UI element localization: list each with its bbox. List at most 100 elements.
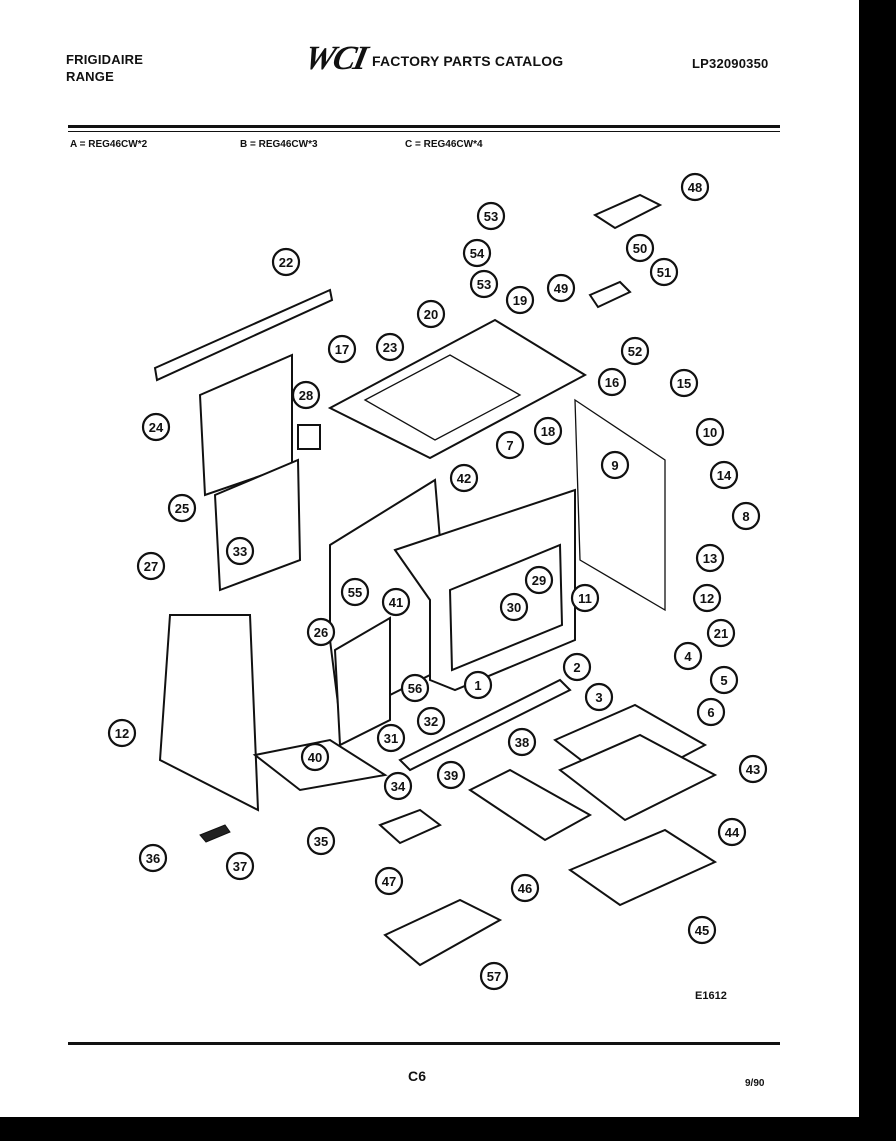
callout-34: 34 <box>383 771 413 801</box>
callout-45: 45 <box>687 915 717 945</box>
callout-36: 36 <box>138 843 168 873</box>
callout-label: 25 <box>175 501 189 516</box>
callout-label: 34 <box>391 779 406 794</box>
callout-circle <box>600 450 630 480</box>
callout-circle <box>463 670 493 700</box>
callout-19: 19 <box>505 285 535 315</box>
callout-14: 14 <box>709 460 739 490</box>
callout-label: 1 <box>474 678 481 693</box>
callout-circle <box>271 247 301 277</box>
callout-11: 11 <box>570 583 600 613</box>
callout-circle <box>476 201 506 231</box>
callout-label: 57 <box>487 969 501 984</box>
callout-circle <box>383 771 413 801</box>
insulation-block <box>297 424 321 450</box>
callout-label: 16 <box>605 375 619 390</box>
callout-5: 5 <box>709 665 739 695</box>
oven-rack <box>468 768 593 842</box>
back-trim-panel <box>153 288 334 382</box>
callout-49: 49 <box>546 273 576 303</box>
parts-catalog-page: FRIGIDAIRE RANGE WCI FACTORY PARTS CATAL… <box>0 0 859 1117</box>
callout-circle <box>673 641 703 671</box>
callout-32: 32 <box>416 706 446 736</box>
callout-circle <box>738 754 768 784</box>
callout-circle <box>374 866 404 896</box>
callout-13: 13 <box>695 543 725 573</box>
model-b: B = REG46CW*3 <box>240 139 318 150</box>
callout-label: 19 <box>513 293 527 308</box>
callout-circle <box>376 723 406 753</box>
callout-label: 28 <box>299 388 313 403</box>
mounting-bracket <box>378 808 442 845</box>
callout-circle <box>136 551 166 581</box>
callout-label: 41 <box>389 595 403 610</box>
callout-circle <box>375 332 405 362</box>
callout-label: 14 <box>717 468 732 483</box>
callout-circle <box>225 851 255 881</box>
side-panel <box>158 614 260 812</box>
callout-label: 22 <box>279 255 293 270</box>
callout-label: 11 <box>578 591 592 606</box>
callout-56: 56 <box>400 673 430 703</box>
callout-circle <box>167 493 197 523</box>
callout-label: 20 <box>424 307 438 322</box>
callout-label: 47 <box>382 874 396 889</box>
callout-label: 31 <box>384 731 398 746</box>
callout-label: 2 <box>573 660 580 675</box>
callout-label: 54 <box>470 246 485 261</box>
thermostat-bracket <box>588 280 632 309</box>
callout-circle <box>570 583 600 613</box>
callout-circle <box>495 430 525 460</box>
callout-43: 43 <box>738 754 768 784</box>
callout-7: 7 <box>495 430 525 460</box>
callout-circle <box>625 233 655 263</box>
callout-47: 47 <box>374 866 404 896</box>
callout-label: 4 <box>684 649 692 664</box>
callout-23: 23 <box>375 332 405 362</box>
callout-33: 33 <box>225 536 255 566</box>
callout-label: 12 <box>115 726 129 741</box>
callout-label: 15 <box>677 376 691 391</box>
callout-label: 9 <box>611 458 618 473</box>
callout-label: 13 <box>703 551 717 566</box>
callout-label: 44 <box>725 825 740 840</box>
callout-46: 46 <box>510 873 540 903</box>
callout-41: 41 <box>381 587 411 617</box>
exploded-parts-diagram <box>153 193 718 967</box>
drawer-rail <box>398 678 572 772</box>
callout-circle <box>327 334 357 364</box>
callout-label: 33 <box>233 544 247 559</box>
callout-40: 40 <box>300 742 330 772</box>
callout-55: 55 <box>340 577 370 607</box>
page-number: C6 <box>408 1068 427 1084</box>
callout-label: 30 <box>507 600 521 615</box>
callout-57: 57 <box>479 961 509 991</box>
callout-label: 26 <box>314 625 328 640</box>
callout-label: 40 <box>308 750 322 765</box>
callout-53: 53 <box>476 201 506 231</box>
callout-label: 48 <box>688 180 702 195</box>
callout-51: 51 <box>649 257 679 287</box>
header-rule <box>68 125 780 128</box>
cooktop-frame <box>327 318 588 460</box>
drip-pan <box>383 898 503 967</box>
callout-circle <box>717 817 747 847</box>
callout-label: 45 <box>695 923 709 938</box>
callout-label: 32 <box>424 714 438 729</box>
callout-label: 49 <box>554 281 568 296</box>
callout-20: 20 <box>416 299 446 329</box>
callout-9: 9 <box>600 450 630 480</box>
callout-16: 16 <box>597 367 627 397</box>
callout-circle <box>731 501 761 531</box>
callout-label: 43 <box>746 762 760 777</box>
callout-12: 12 <box>107 718 137 748</box>
callout-label: 51 <box>657 265 671 280</box>
callout-circle <box>533 416 563 446</box>
callout-39: 39 <box>436 760 466 790</box>
broiler-grid <box>567 828 718 907</box>
model-c: C = REG46CW*4 <box>405 139 483 150</box>
callout-38: 38 <box>507 727 537 757</box>
callout-29: 29 <box>524 565 554 595</box>
callout-label: 52 <box>628 344 642 359</box>
callout-circle <box>107 718 137 748</box>
